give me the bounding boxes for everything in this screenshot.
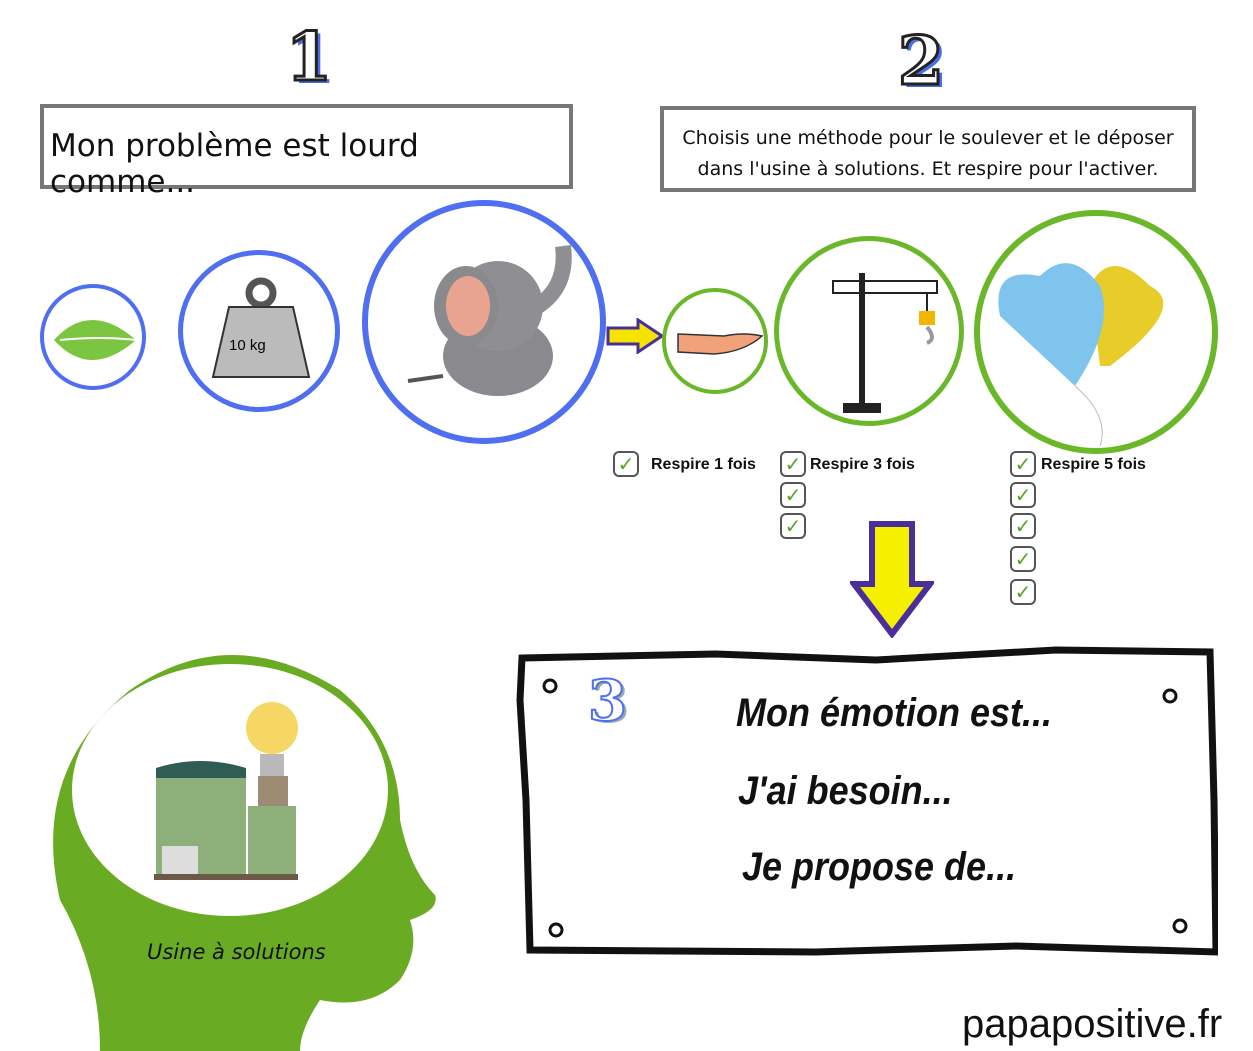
step-1-box: Mon problème est lourd comme... <box>40 104 573 200</box>
hand-circle <box>662 288 768 394</box>
checkbox-3-2: ✓ <box>780 482 806 508</box>
need-line: J'ai besoin... <box>738 767 953 813</box>
factory-icon <box>154 702 298 880</box>
elephant-icon <box>407 245 572 396</box>
step-2-number: 2 <box>897 21 946 102</box>
crane-icon <box>832 273 938 413</box>
leaf-circle <box>40 284 146 390</box>
weight-label: 10 kg <box>229 337 266 354</box>
down-arrow-icon <box>850 521 934 638</box>
step-2-instruction-2: dans l'usine à solutions. Et respire pou… <box>697 158 1159 180</box>
step-1-title: Mon problème est lourd comme... <box>50 128 419 200</box>
crane-circle <box>774 236 964 426</box>
checkbox-3-3: ✓ <box>780 513 806 539</box>
weight-icon <box>211 277 311 378</box>
checkbox-5-1: ✓ <box>1010 451 1036 477</box>
hand-icon <box>677 333 764 355</box>
checkbox-5-5: ✓ <box>1010 579 1036 605</box>
step-1-number: 1 <box>285 17 334 98</box>
balloons-circle <box>974 210 1218 454</box>
elephant-circle <box>362 200 606 444</box>
head-label: Usine à solutions <box>147 940 326 964</box>
scroll-frame <box>516 646 1218 956</box>
weight-circle: 10 kg <box>178 250 340 412</box>
checkbox-5-3: ✓ <box>1010 513 1036 539</box>
propose-line: Je propose de... <box>742 843 1017 889</box>
checkbox-1-1: ✓ <box>613 451 639 477</box>
balloons-icon <box>998 263 1164 446</box>
checkbox-5-2: ✓ <box>1010 482 1036 508</box>
step-2-box: Choisis une méthode pour le soulever et … <box>660 106 1196 192</box>
step-2-instruction-1: Choisis une méthode pour le soulever et … <box>682 127 1174 149</box>
method-3-label: Respire 3 fois <box>810 456 915 473</box>
checkbox-3-1: ✓ <box>780 451 806 477</box>
site-footer[interactable]: papapositive.fr <box>962 1002 1223 1046</box>
leaf-icon <box>54 320 137 360</box>
right-arrow-icon <box>606 318 664 354</box>
method-5-label: Respire 5 fois <box>1041 456 1146 473</box>
step-3-number: 3 <box>587 667 628 735</box>
emotion-line: Mon émotion est... <box>736 689 1053 735</box>
checkbox-5-4: ✓ <box>1010 546 1036 572</box>
method-1-label: Respire 1 fois <box>651 456 756 473</box>
